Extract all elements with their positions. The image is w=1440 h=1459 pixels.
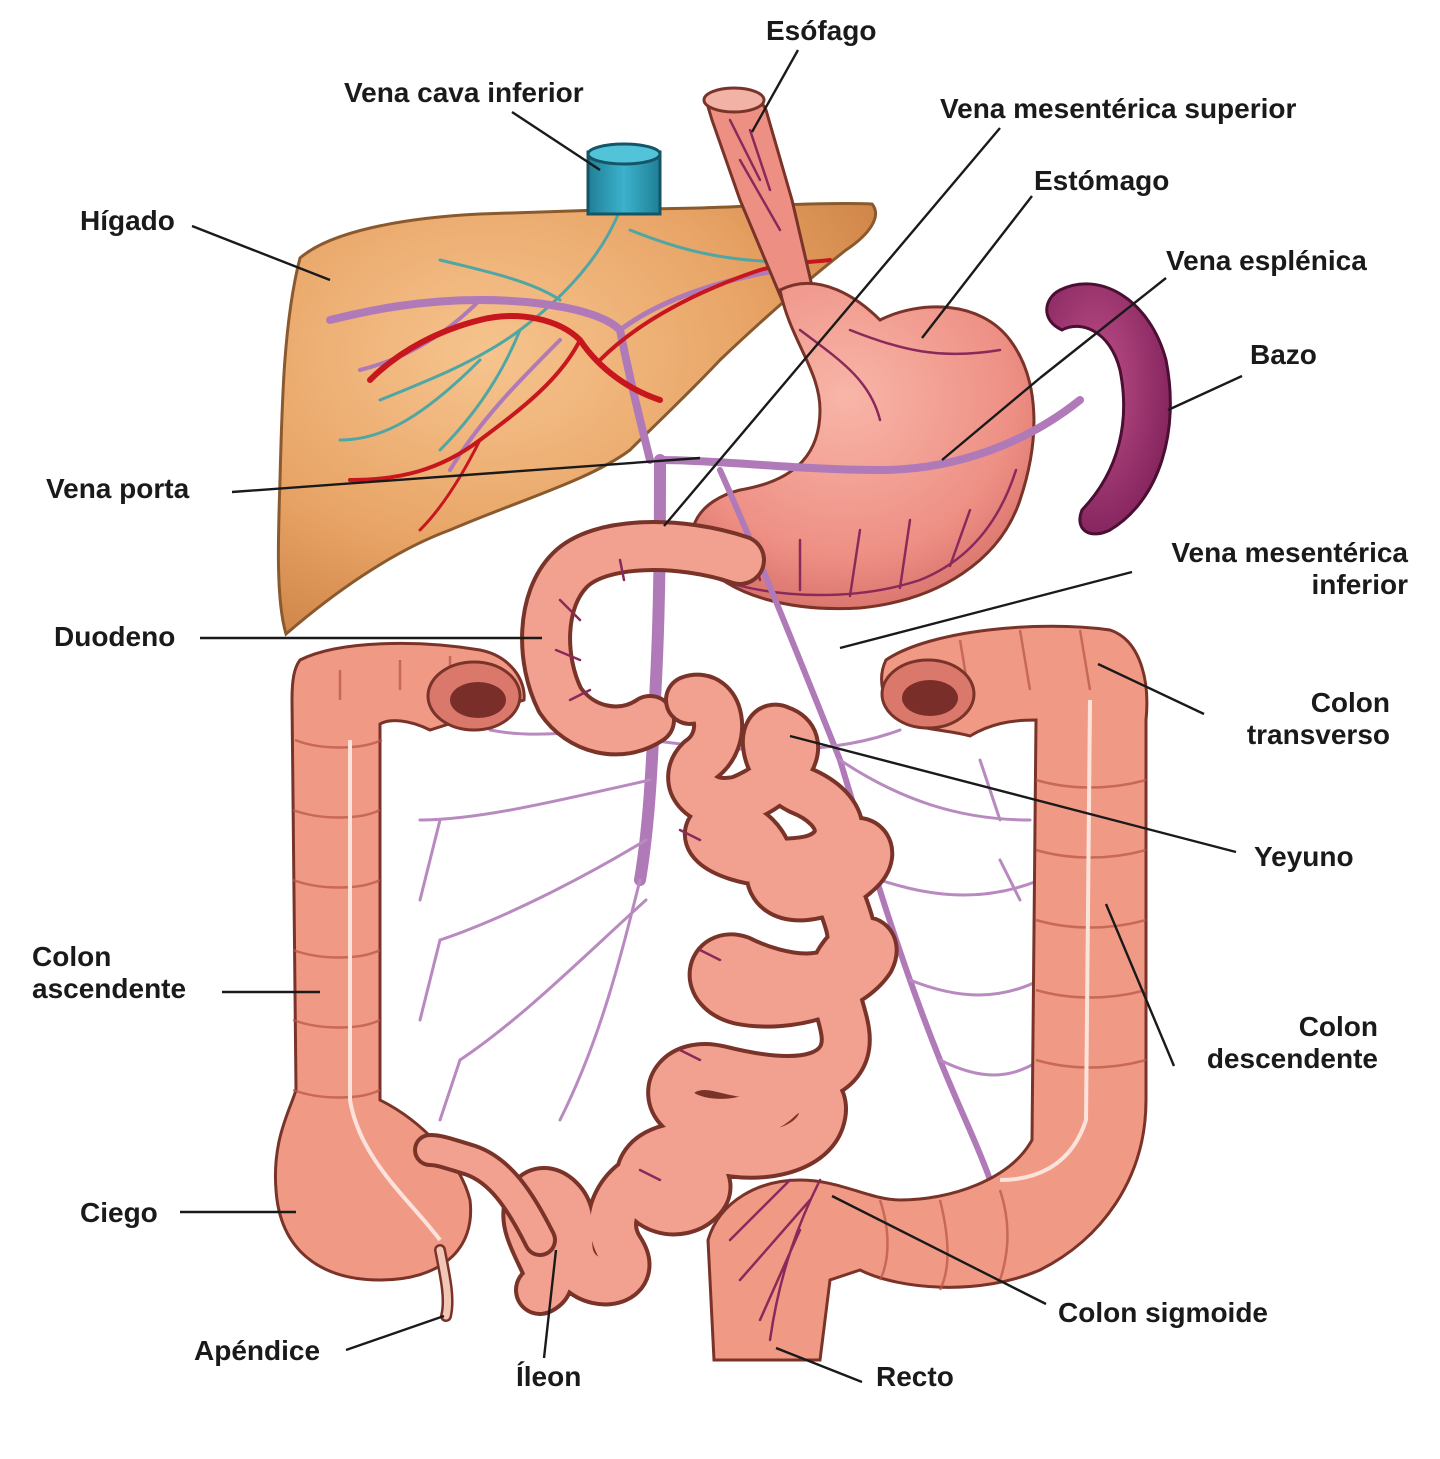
label-vena-esplenica: Vena esplénica [1166, 245, 1367, 276]
mesenteric-arcade [458, 898, 648, 1062]
mesenteric-arcade [838, 758, 1032, 822]
label-vena-porta: Vena porta [46, 473, 190, 504]
mesenteric-arcade [438, 838, 648, 942]
leader-vena-cava-inferior [511, 110, 601, 172]
label-vena-mesenterica-inferior-line1: Vena mesentérica [1171, 537, 1408, 568]
small-intestine-fill [505, 676, 895, 1312]
duodenum-fill [524, 524, 762, 753]
mesenteric-arcade [418, 818, 462, 1122]
leader-estomago [921, 195, 1033, 339]
duodenal-vessels [554, 558, 626, 702]
taenia-coli [348, 740, 442, 1242]
spleen [1045, 282, 1172, 536]
hepatic-vein-teal [438, 328, 522, 452]
leader-ileon [542, 1249, 558, 1359]
label-colon-descendente-line1: Colon [1299, 1011, 1378, 1042]
label-esofago: Esófago [766, 15, 876, 46]
label-recto: Recto [876, 1361, 954, 1392]
leader-apendice [345, 1314, 445, 1352]
leader-vena-esplenica-2 [941, 377, 1041, 461]
esophagus [702, 86, 814, 303]
spleen-shape [1045, 282, 1172, 536]
hepatic-artery [598, 258, 832, 362]
mesenteric-arcade [978, 758, 1022, 902]
label-higado: Hígado [80, 205, 175, 236]
taenia-coli [999, 699, 1092, 1182]
label-bazo: Bazo [1250, 339, 1317, 370]
ascending-colon-shape [273, 641, 526, 1282]
label-colon-ascendente-line1: Colon [32, 941, 111, 972]
colon-lumen [902, 680, 958, 716]
sigmoid-haustra [878, 1189, 1009, 1291]
label-colon-ascendente-line2: ascendente [32, 973, 186, 1004]
vena-cava-opening [586, 142, 662, 166]
mesenteric-arcade [878, 878, 1042, 897]
portal-branch [617, 267, 783, 333]
gastric-vessel [718, 468, 1018, 597]
leader-vena-esplenica-1 [1039, 277, 1167, 379]
esophagus-vessels [728, 118, 782, 232]
ascending-colon-haustra [292, 738, 383, 1099]
hepatic-vein-teal [628, 228, 782, 264]
label-colon-descendente-line2: descendente [1207, 1043, 1378, 1074]
leader-colon-transverso [1097, 662, 1205, 716]
leader-yeyuno [789, 734, 1237, 854]
label-duodeno: Duodeno [54, 621, 175, 652]
leader-bazo [1167, 374, 1243, 412]
label-estomago: Estómago [1034, 165, 1169, 196]
hepatic-vein-teal [438, 258, 562, 302]
splenic-vein [656, 396, 1084, 474]
small-intestine [413, 673, 899, 1316]
leader-recto [775, 1346, 863, 1384]
stomach [690, 281, 1036, 611]
liver [276, 201, 878, 637]
appendix-fill [436, 1246, 452, 1320]
leader-vena-mesenterica-superior [663, 127, 1001, 527]
gastric-vessel [798, 328, 1002, 422]
stomach-shape [690, 281, 1036, 611]
intestinal-vessels [638, 828, 722, 1182]
terminal-ileum-fill [417, 1137, 553, 1253]
leader-esofago [750, 49, 800, 133]
leader-colon-descendente [1104, 903, 1176, 1067]
label-yeyuno: Yeyuno [1254, 841, 1354, 872]
ascending-colon [273, 641, 526, 1282]
vena-cava [586, 142, 662, 216]
esophagus-opening [702, 86, 766, 114]
mesenteric-arcade [908, 978, 1042, 997]
hepatic-artery [367, 313, 663, 403]
leader-colon-sigmoide [831, 1194, 1047, 1306]
label-apendice: Apéndice [194, 1335, 320, 1366]
mesenteric-arcade [938, 1058, 1042, 1077]
label-colon-transverso-line1: Colon [1311, 687, 1390, 718]
label-ileon: Íleon [516, 1361, 581, 1392]
hepatic-vein-teal [338, 358, 482, 442]
label-vena-mesenterica-inferior-line2: inferior [1312, 569, 1409, 600]
rectal-vessels [728, 1178, 822, 1342]
hepatic-artery [418, 438, 482, 532]
leader-vena-mesenterica-inferior [839, 570, 1133, 650]
leader-vena-porta [231, 456, 701, 494]
leader-higado [191, 224, 331, 282]
descending-colon [706, 624, 1149, 1362]
label-vena-mesenterica-superior: Vena mesentérica superior [940, 93, 1297, 124]
label-colon-transverso-line2: transverso [1247, 719, 1390, 750]
colon-lumen [450, 682, 506, 718]
label-ciego: Ciego [80, 1197, 158, 1228]
label-colon-sigmoide: Colon sigmoide [1058, 1297, 1268, 1328]
portal-branch [326, 296, 654, 464]
label-vena-cava-inferior: Vena cava inferior [344, 77, 584, 108]
duodenum [520, 520, 766, 757]
leader-lines [180, 49, 1243, 1384]
labels: Esófago Vena cava inferior Vena mesentér… [32, 15, 1408, 1392]
mesenteric-arcade [558, 878, 642, 1122]
mesenteric-arcade [418, 778, 652, 822]
